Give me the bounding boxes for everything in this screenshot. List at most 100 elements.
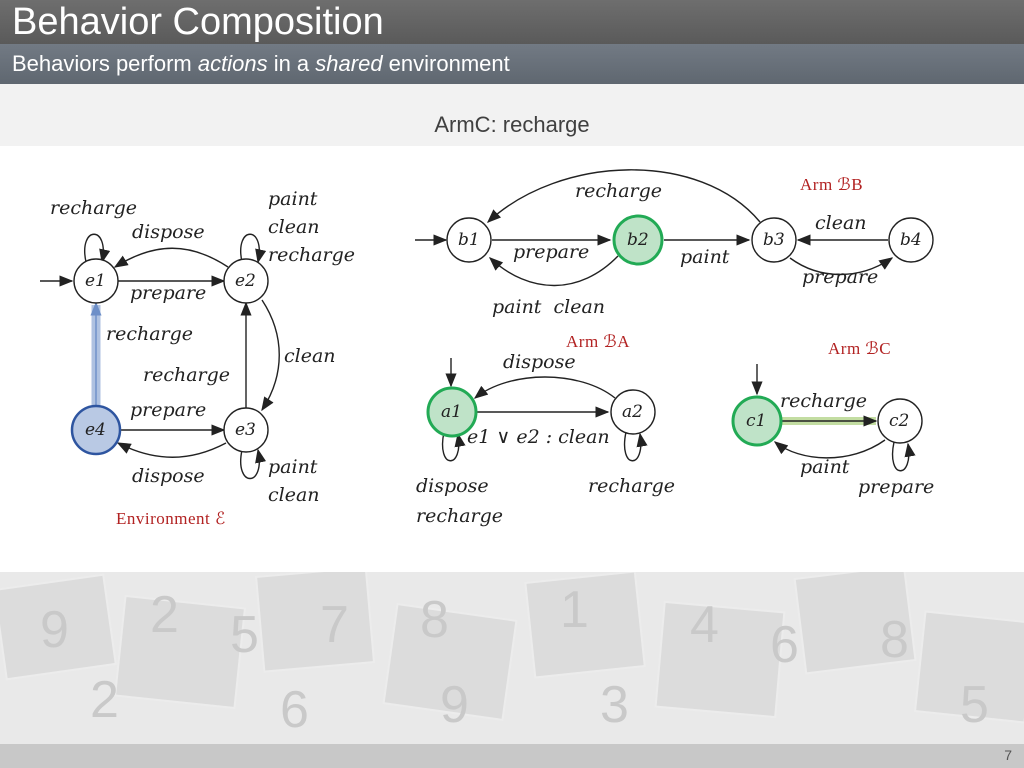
svg-text:9: 9 <box>440 676 469 734</box>
armc-edge-c2-c1 <box>773 439 886 459</box>
state-b4 <box>888 217 934 263</box>
label-e3-e2: recharge <box>143 364 230 386</box>
state-b4-label: b4 <box>900 230 922 250</box>
state-e3 <box>223 407 269 453</box>
label-b3-b1: recharge <box>575 180 662 202</box>
state-b2-label: b2 <box>627 230 649 250</box>
state-e3-label: e3 <box>235 420 256 440</box>
state-b3 <box>751 217 797 263</box>
state-b1 <box>446 217 492 263</box>
svg-text:9: 9 <box>40 601 69 659</box>
slide-title: Behavior Composition <box>12 1 384 43</box>
slide-subtitle: Behaviors perform actions in a shared en… <box>12 44 510 84</box>
state-e2 <box>223 258 269 304</box>
arm-a-labels: dispose e1 ∨ e2 : clean dispose recharge… <box>416 332 675 527</box>
armc-c2-self-loop <box>891 441 916 472</box>
env-edge-e3-e4 <box>116 442 227 458</box>
arm-b-graph <box>415 169 894 287</box>
label-e4-e3: prepare <box>130 399 206 421</box>
state-e1 <box>73 258 119 304</box>
label-a1-self-recharge: recharge <box>416 505 503 527</box>
label-c1-c2: recharge <box>780 390 867 412</box>
arma-a2-self-loop <box>623 431 648 462</box>
svg-text:8: 8 <box>420 591 449 649</box>
arma-a1-self-loop <box>441 431 466 462</box>
label-b4-b3: clean <box>815 212 867 234</box>
label-e3-self-paint: paint <box>268 456 318 478</box>
behavior-composition-diagram: e1 e2 e3 e4 recharge paint clean recharg… <box>40 169 934 528</box>
page-number: 7 <box>1004 747 1012 763</box>
label-a1-self-dispose: dispose <box>416 475 489 497</box>
subtitle-emph-shared: shared <box>315 51 383 76</box>
arm-b-labels: recharge prepare paint paint clean clean… <box>492 175 878 318</box>
state-e2-label: e2 <box>235 271 256 291</box>
state-c2 <box>877 398 923 444</box>
label-b2-b3: paint <box>680 246 730 268</box>
label-e2-e3: clean <box>284 345 336 367</box>
svg-text:5: 5 <box>230 606 259 664</box>
label-b2-b1: paint clean <box>492 296 605 318</box>
environment-labels: recharge paint clean recharge dispose pr… <box>50 188 355 528</box>
environment-states: e1 e2 e3 e4 <box>70 258 269 456</box>
env-e3-self-loop <box>240 448 267 479</box>
state-b1-label: b1 <box>458 230 480 250</box>
env-e1-self-loop <box>84 233 111 264</box>
state-c1-label: c1 <box>746 411 766 431</box>
label-e4-e1: recharge <box>106 323 193 345</box>
state-c2-label: c2 <box>889 411 909 431</box>
svg-text:6: 6 <box>280 681 309 739</box>
arma-edge-a2-a1 <box>473 376 616 399</box>
environment-heading: Environment ℰ <box>116 509 226 528</box>
state-a1-label: a1 <box>441 402 462 422</box>
subtitle-bar: Behaviors perform actions in a shared en… <box>0 44 1024 84</box>
arm-c-graph <box>751 364 916 472</box>
svg-text:4: 4 <box>690 596 719 654</box>
svg-text:5: 5 <box>960 676 989 734</box>
subtitle-part: in a <box>267 51 316 76</box>
label-e1-e2: prepare <box>130 282 206 304</box>
label-a1-a2: e1 ∨ e2 : clean <box>467 426 610 448</box>
label-e2-e1: dispose <box>132 221 205 243</box>
state-a2-label: a2 <box>622 402 643 422</box>
label-c2-c1: paint <box>800 456 850 478</box>
env-edge-e2-e1 <box>113 247 229 268</box>
subtitle-part: environment <box>382 51 510 76</box>
label-e3-self-clean: clean <box>268 484 320 506</box>
arm-a-states: a1 a2 <box>426 386 656 438</box>
label-e2-self-recharge: recharge <box>268 244 355 266</box>
arm-b-states: b1 b2 b3 b4 <box>446 214 934 266</box>
subtitle-part: Behaviors perform <box>12 51 198 76</box>
env-edge-e2-e3 <box>261 299 280 412</box>
svg-text:8: 8 <box>880 611 909 669</box>
svg-text:6: 6 <box>770 616 799 674</box>
label-e3-e4: dispose <box>132 465 205 487</box>
arm-a-heading: Arm ℬA <box>566 332 630 351</box>
subtitle-emph-actions: actions <box>197 51 268 76</box>
armb-edge-b2-b1 <box>488 255 619 287</box>
label-b3-b4: prepare <box>802 266 878 288</box>
svg-text:2: 2 <box>90 671 119 729</box>
svg-text:2: 2 <box>150 586 179 644</box>
state-e4-current <box>70 404 122 456</box>
svg-text:1: 1 <box>560 581 589 639</box>
state-b3-label: b3 <box>763 230 785 250</box>
arm-c-labels: recharge paint prepare Arm ℬC <box>780 339 934 498</box>
caption-band <box>0 84 1024 146</box>
env-e2-self-loop <box>240 233 267 264</box>
arm-a-graph <box>441 358 648 462</box>
title-bar: Behavior Composition <box>0 0 1024 44</box>
state-e4-label: e4 <box>85 420 106 440</box>
state-a2 <box>610 389 656 435</box>
arm-c-heading: Arm ℬC <box>828 339 891 358</box>
state-b2-current <box>612 214 664 266</box>
state-c1-current <box>731 395 783 447</box>
state-e1-label: e1 <box>85 271 106 291</box>
armb-edge-b3-b4 <box>789 257 894 276</box>
label-a2-self: recharge <box>588 475 675 497</box>
state-a1-current <box>426 386 478 438</box>
svg-text:7: 7 <box>320 596 349 654</box>
label-e2-self-paint: paint <box>268 188 318 210</box>
arm-c-states: c1 c2 <box>731 395 923 447</box>
